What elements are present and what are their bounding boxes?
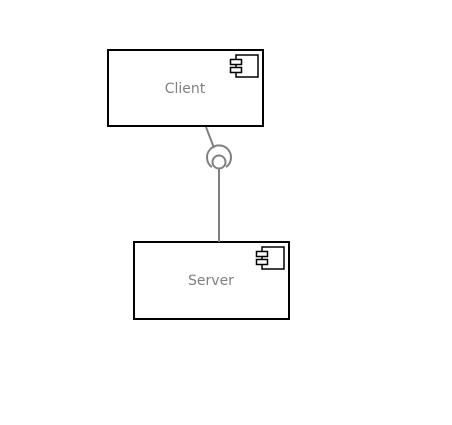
required-interface[interactable]	[205, 126, 232, 168]
interface-ball	[211, 154, 227, 170]
provided-interface[interactable]	[211, 154, 227, 243]
server-label: Server	[188, 273, 234, 289]
server-component[interactable]: Server	[133, 241, 290, 320]
client-connector-line	[205, 126, 215, 149]
client-component-icon	[229, 54, 259, 78]
socket-arc	[206, 144, 232, 168]
client-label: Client	[165, 81, 206, 97]
client-component[interactable]: Client	[107, 49, 264, 127]
server-component-icon	[255, 246, 285, 270]
